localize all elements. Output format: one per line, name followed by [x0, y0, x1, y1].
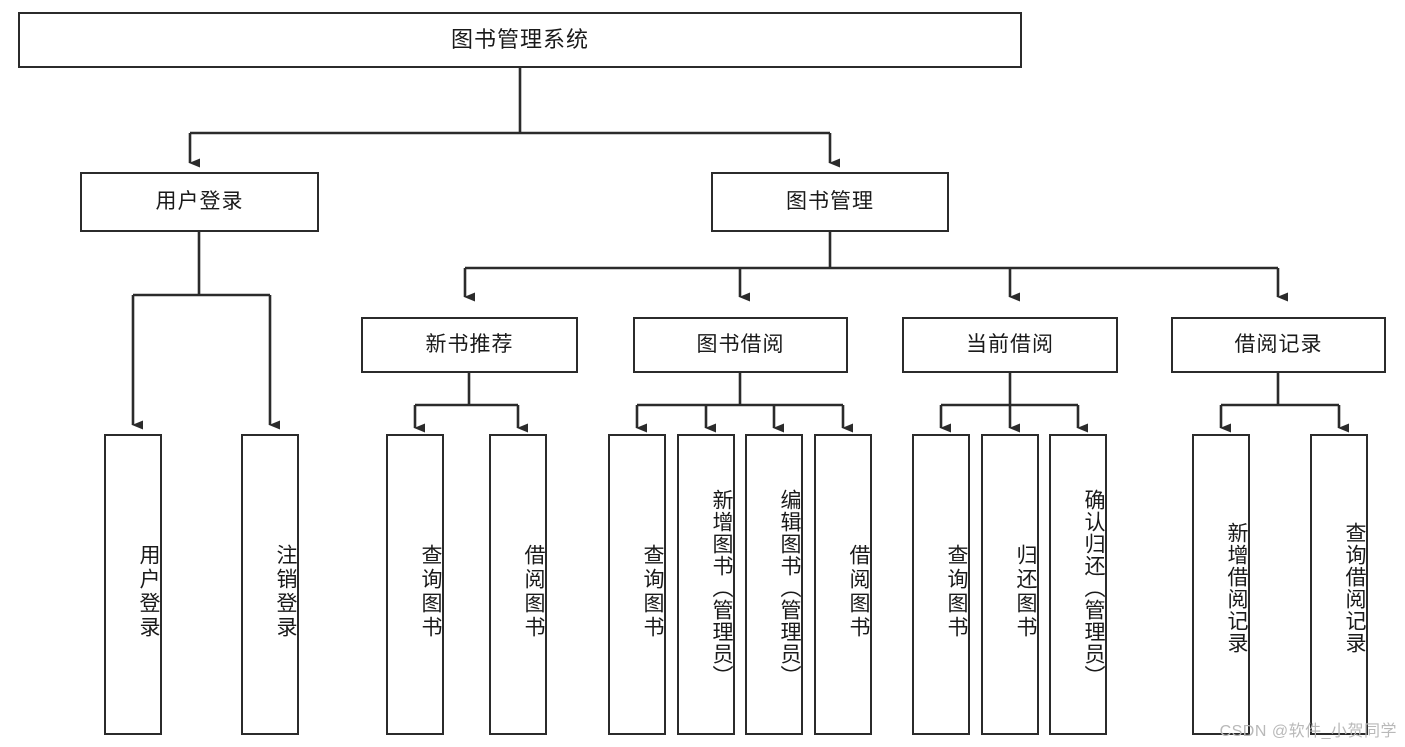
node-label: 新书推荐 [425, 332, 514, 356]
node-label: 编辑图书（管理员） [778, 488, 801, 687]
node-new-book-recommend[interactable]: 新书推荐 [361, 317, 578, 373]
node-book-management[interactable]: 图书管理 [711, 172, 949, 232]
leaf-user-login[interactable]: 用户登录 [104, 434, 162, 735]
node-user-login[interactable]: 用户登录 [80, 172, 319, 232]
node-book-borrow[interactable]: 图书借阅 [633, 317, 848, 373]
node-label: 查询图书 [945, 543, 968, 640]
leaf-confirm-return-admin[interactable]: 确认归还（管理员） [1049, 434, 1107, 735]
node-label: 查询借阅记录 [1343, 521, 1366, 654]
leaf-borrow-book[interactable]: 借阅图书 [814, 434, 872, 735]
node-label: 图书管理 [786, 189, 874, 213]
node-label: 新增图书（管理员） [710, 488, 733, 687]
node-label: 归还图书 [1014, 543, 1037, 640]
node-current-borrow[interactable]: 当前借阅 [902, 317, 1118, 373]
node-label: 用户登录 [137, 543, 160, 640]
node-label: 借阅图书 [522, 543, 545, 640]
node-label: 查询图书 [419, 543, 442, 640]
leaf-logout-login[interactable]: 注销登录 [241, 434, 299, 735]
node-borrow-records[interactable]: 借阅记录 [1171, 317, 1386, 373]
csdn-watermark: CSDN @软件_小贺同学 [1219, 723, 1397, 740]
node-label: 当前借阅 [966, 332, 1054, 356]
node-label: 注销登录 [274, 543, 297, 640]
node-label: 图书管理系统 [450, 27, 589, 53]
node-root-system[interactable]: 图书管理系统 [18, 12, 1022, 68]
node-label: 新增借阅记录 [1225, 521, 1248, 654]
node-label: 借阅图书 [847, 543, 870, 640]
leaf-query-book-recommend[interactable]: 查询图书 [386, 434, 444, 735]
leaf-add-borrow-record[interactable]: 新增借阅记录 [1192, 434, 1250, 735]
leaf-borrow-book-recommend[interactable]: 借阅图书 [489, 434, 547, 735]
leaf-return-book[interactable]: 归还图书 [981, 434, 1039, 735]
node-label: 借阅记录 [1234, 332, 1323, 356]
node-label: 图书借阅 [696, 332, 785, 356]
leaf-query-borrow-record[interactable]: 查询借阅记录 [1310, 434, 1368, 735]
leaf-query-book-current[interactable]: 查询图书 [912, 434, 970, 735]
leaf-add-book-admin[interactable]: 新增图书（管理员） [677, 434, 735, 735]
leaf-edit-book-admin[interactable]: 编辑图书（管理员） [745, 434, 803, 735]
node-label: 确认归还（管理员） [1082, 488, 1105, 687]
leaf-query-book-borrow[interactable]: 查询图书 [608, 434, 666, 735]
node-label: 查询图书 [641, 543, 664, 640]
node-label: 用户登录 [155, 189, 244, 213]
